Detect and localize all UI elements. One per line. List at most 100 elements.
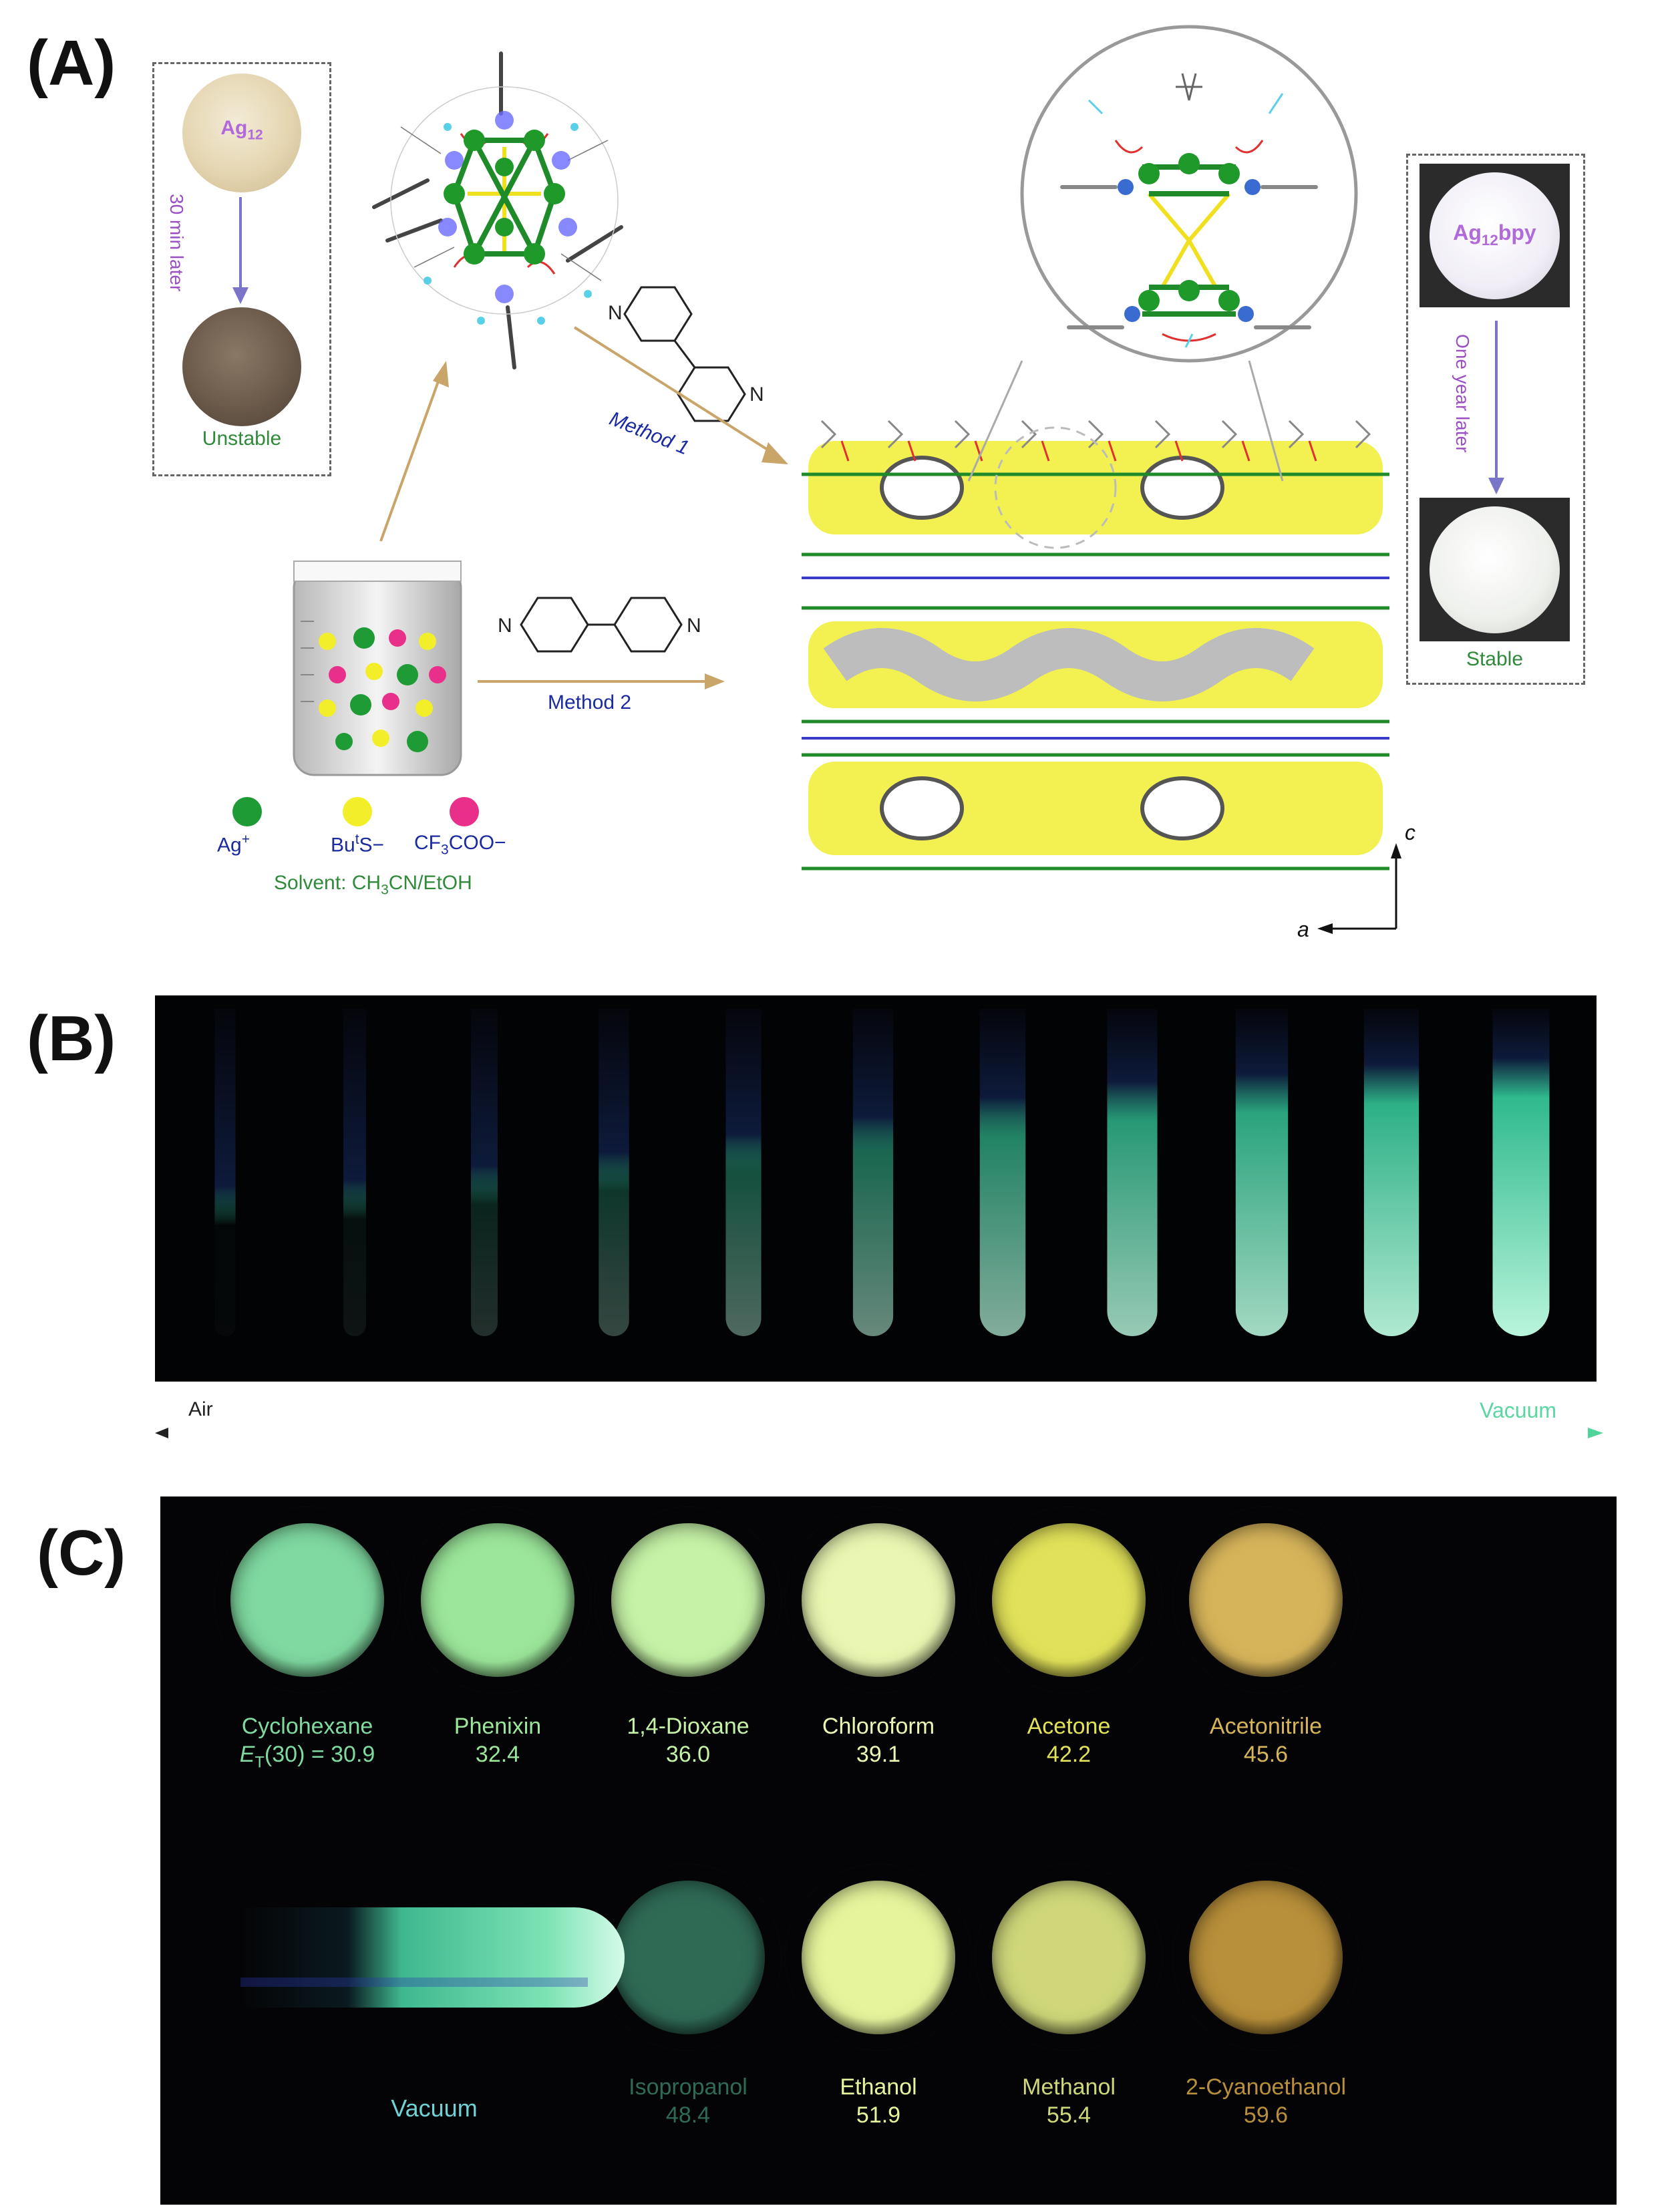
solvent-et30-value-1-6: 45.6 (1243, 1742, 1289, 1767)
stable-photo-box (1406, 154, 1585, 685)
thirty-min-label: 30 min later (166, 194, 187, 292)
method2-arrow (478, 673, 725, 689)
svg-text:N: N (608, 302, 623, 324)
glow-tube-6 (852, 1009, 894, 1336)
down-arrow-left (232, 197, 248, 304)
sample-powder-disc (1189, 1881, 1343, 2034)
solvent-name-1-5: Acetone (1027, 1714, 1111, 1739)
solvent-sample-1-4 (785, 1507, 972, 1694)
glow-tube-2 (343, 1009, 366, 1336)
solvent-sample-1-5 (975, 1507, 1162, 1694)
vacuum-tube-horizontal (240, 1907, 625, 2008)
down-arrow-right (1488, 321, 1504, 494)
zoom-callout-lines (967, 360, 1284, 482)
ag12-photo-label: Ag12 (220, 117, 263, 143)
solvent-name-1-6: Acetonitrile (1209, 1714, 1323, 1739)
axis-c-label: c (1405, 820, 1415, 844)
solvent-sample-2-1 (595, 1864, 782, 2051)
solvent-et30-value-1-3: 36.0 (665, 1742, 711, 1767)
ag12bpy-fresh-disc (1430, 172, 1560, 299)
ag12-cluster-structure (372, 51, 623, 369)
sample-powder-disc (992, 1881, 1146, 2034)
solvent-sample-1-2 (404, 1507, 591, 1694)
glow-tube-4 (599, 1009, 629, 1336)
air-vacuum-gradient-arrow (155, 1428, 1603, 1438)
beaker-particles (319, 627, 446, 752)
solvent-et30-value-1-1: ET(30) = 30.9 (239, 1742, 375, 1772)
glow-tube-3 (471, 1009, 498, 1336)
glow-tube-1 (214, 1009, 236, 1336)
solvent-et30-value-2-4: 59.6 (1243, 2102, 1289, 2128)
one-year-label: One year later (1452, 334, 1473, 453)
svg-text:N: N (687, 615, 701, 637)
glow-tube-9 (1235, 1009, 1289, 1336)
air-label: Air (188, 1398, 213, 1420)
solvent-sample-2-2 (785, 1864, 972, 2051)
solvent-et30-value-2-2: 51.9 (856, 2102, 901, 2128)
arrow-beaker-to-cluster (379, 361, 449, 542)
solvent-sample-2-4 (1172, 1864, 1359, 2051)
sample-powder-disc (611, 1523, 765, 1677)
panel-b-label: (B) (27, 1003, 116, 1074)
tube-series-photo (155, 995, 1597, 1382)
solvent-name-2-3: Methanol (1022, 2074, 1116, 2100)
method2-label: Method 2 (548, 691, 632, 714)
solvent-label: Solvent: CH3CN/EtOH (274, 872, 472, 898)
ag12-decomposed-photo (182, 307, 301, 426)
bipyridine-structure-method1: N N (608, 286, 764, 422)
ag12bpy-photo-label: Ag12bpy (1453, 220, 1536, 249)
legend-thiolate-ball (343, 797, 372, 826)
bipyridine-structure-method2: N N (498, 597, 701, 653)
stable-label: Stable (1466, 648, 1524, 670)
sample-powder-disc (992, 1523, 1146, 1677)
solvent-name-2-2: Ethanol (840, 2074, 917, 2100)
solvent-et30-value-2-3: 55.4 (1046, 2102, 1092, 2128)
solvent-et30-value-1-2: 32.4 (475, 1742, 520, 1767)
vacuum-label-b: Vacuum (1480, 1398, 1557, 1422)
unstable-photo-box (152, 62, 331, 476)
unstable-label: Unstable (202, 428, 282, 450)
ag12bpy-year-disc (1430, 506, 1560, 633)
crystal-axis-indicator (1317, 843, 1401, 934)
solvent-name-2-4: 2-Cyanoethanol (1185, 2074, 1347, 2100)
ag12-fresh-photo (182, 73, 301, 192)
glow-tube-7 (979, 1009, 1026, 1336)
solvent-et30-value-1-5: 42.2 (1046, 1742, 1092, 1767)
svg-text:N: N (749, 383, 764, 406)
sample-powder-disc (802, 1523, 955, 1677)
tube-series (214, 1009, 1550, 1336)
solvent-name-1-3: 1,4-Dioxane (627, 1714, 749, 1739)
glow-tube-5 (725, 1009, 762, 1336)
solvent-sample-1-1 (214, 1507, 401, 1694)
sample-powder-disc (421, 1523, 574, 1677)
legend-ag-label: Ag+ (217, 832, 250, 856)
legend-thiolate-label: ButS− (331, 832, 385, 856)
glow-tube-8 (1107, 1009, 1158, 1336)
solvent-et30-value-2-1: 48.4 (665, 2102, 711, 2128)
legend-ag-ball (232, 797, 262, 826)
solvent-sample-2-3 (975, 1864, 1162, 2051)
legend-tfa-ball (450, 797, 479, 826)
solvent-name-2-1: Isopropanol (629, 2074, 747, 2100)
sample-powder-disc (802, 1881, 955, 2034)
panel-a-label: (A) (27, 27, 116, 99)
sample-powder-disc (1189, 1523, 1343, 1677)
panel-c-label: (C) (37, 1517, 126, 1589)
framework-packing-structure (802, 401, 1389, 895)
method1-arrow (573, 326, 788, 464)
sample-powder-disc (611, 1881, 765, 2034)
solvent-sample-1-6 (1172, 1507, 1359, 1694)
svg-text:N: N (498, 615, 512, 637)
legend-tfa-label: CF3COO− (414, 832, 506, 858)
solvent-name-1-1: Cyclohexane (241, 1714, 373, 1739)
sample-powder-disc (230, 1523, 384, 1677)
solvent-name-1-4: Chloroform (822, 1714, 935, 1739)
solvent-name-1-2: Phenixin (454, 1714, 542, 1739)
zoomed-structure-circle (1020, 25, 1358, 363)
vacuum-label-c: Vacuum (391, 2094, 478, 2122)
solvent-sample-1-3 (595, 1507, 782, 1694)
glow-tube-10 (1363, 1009, 1419, 1336)
glow-tube-11 (1492, 1009, 1550, 1336)
